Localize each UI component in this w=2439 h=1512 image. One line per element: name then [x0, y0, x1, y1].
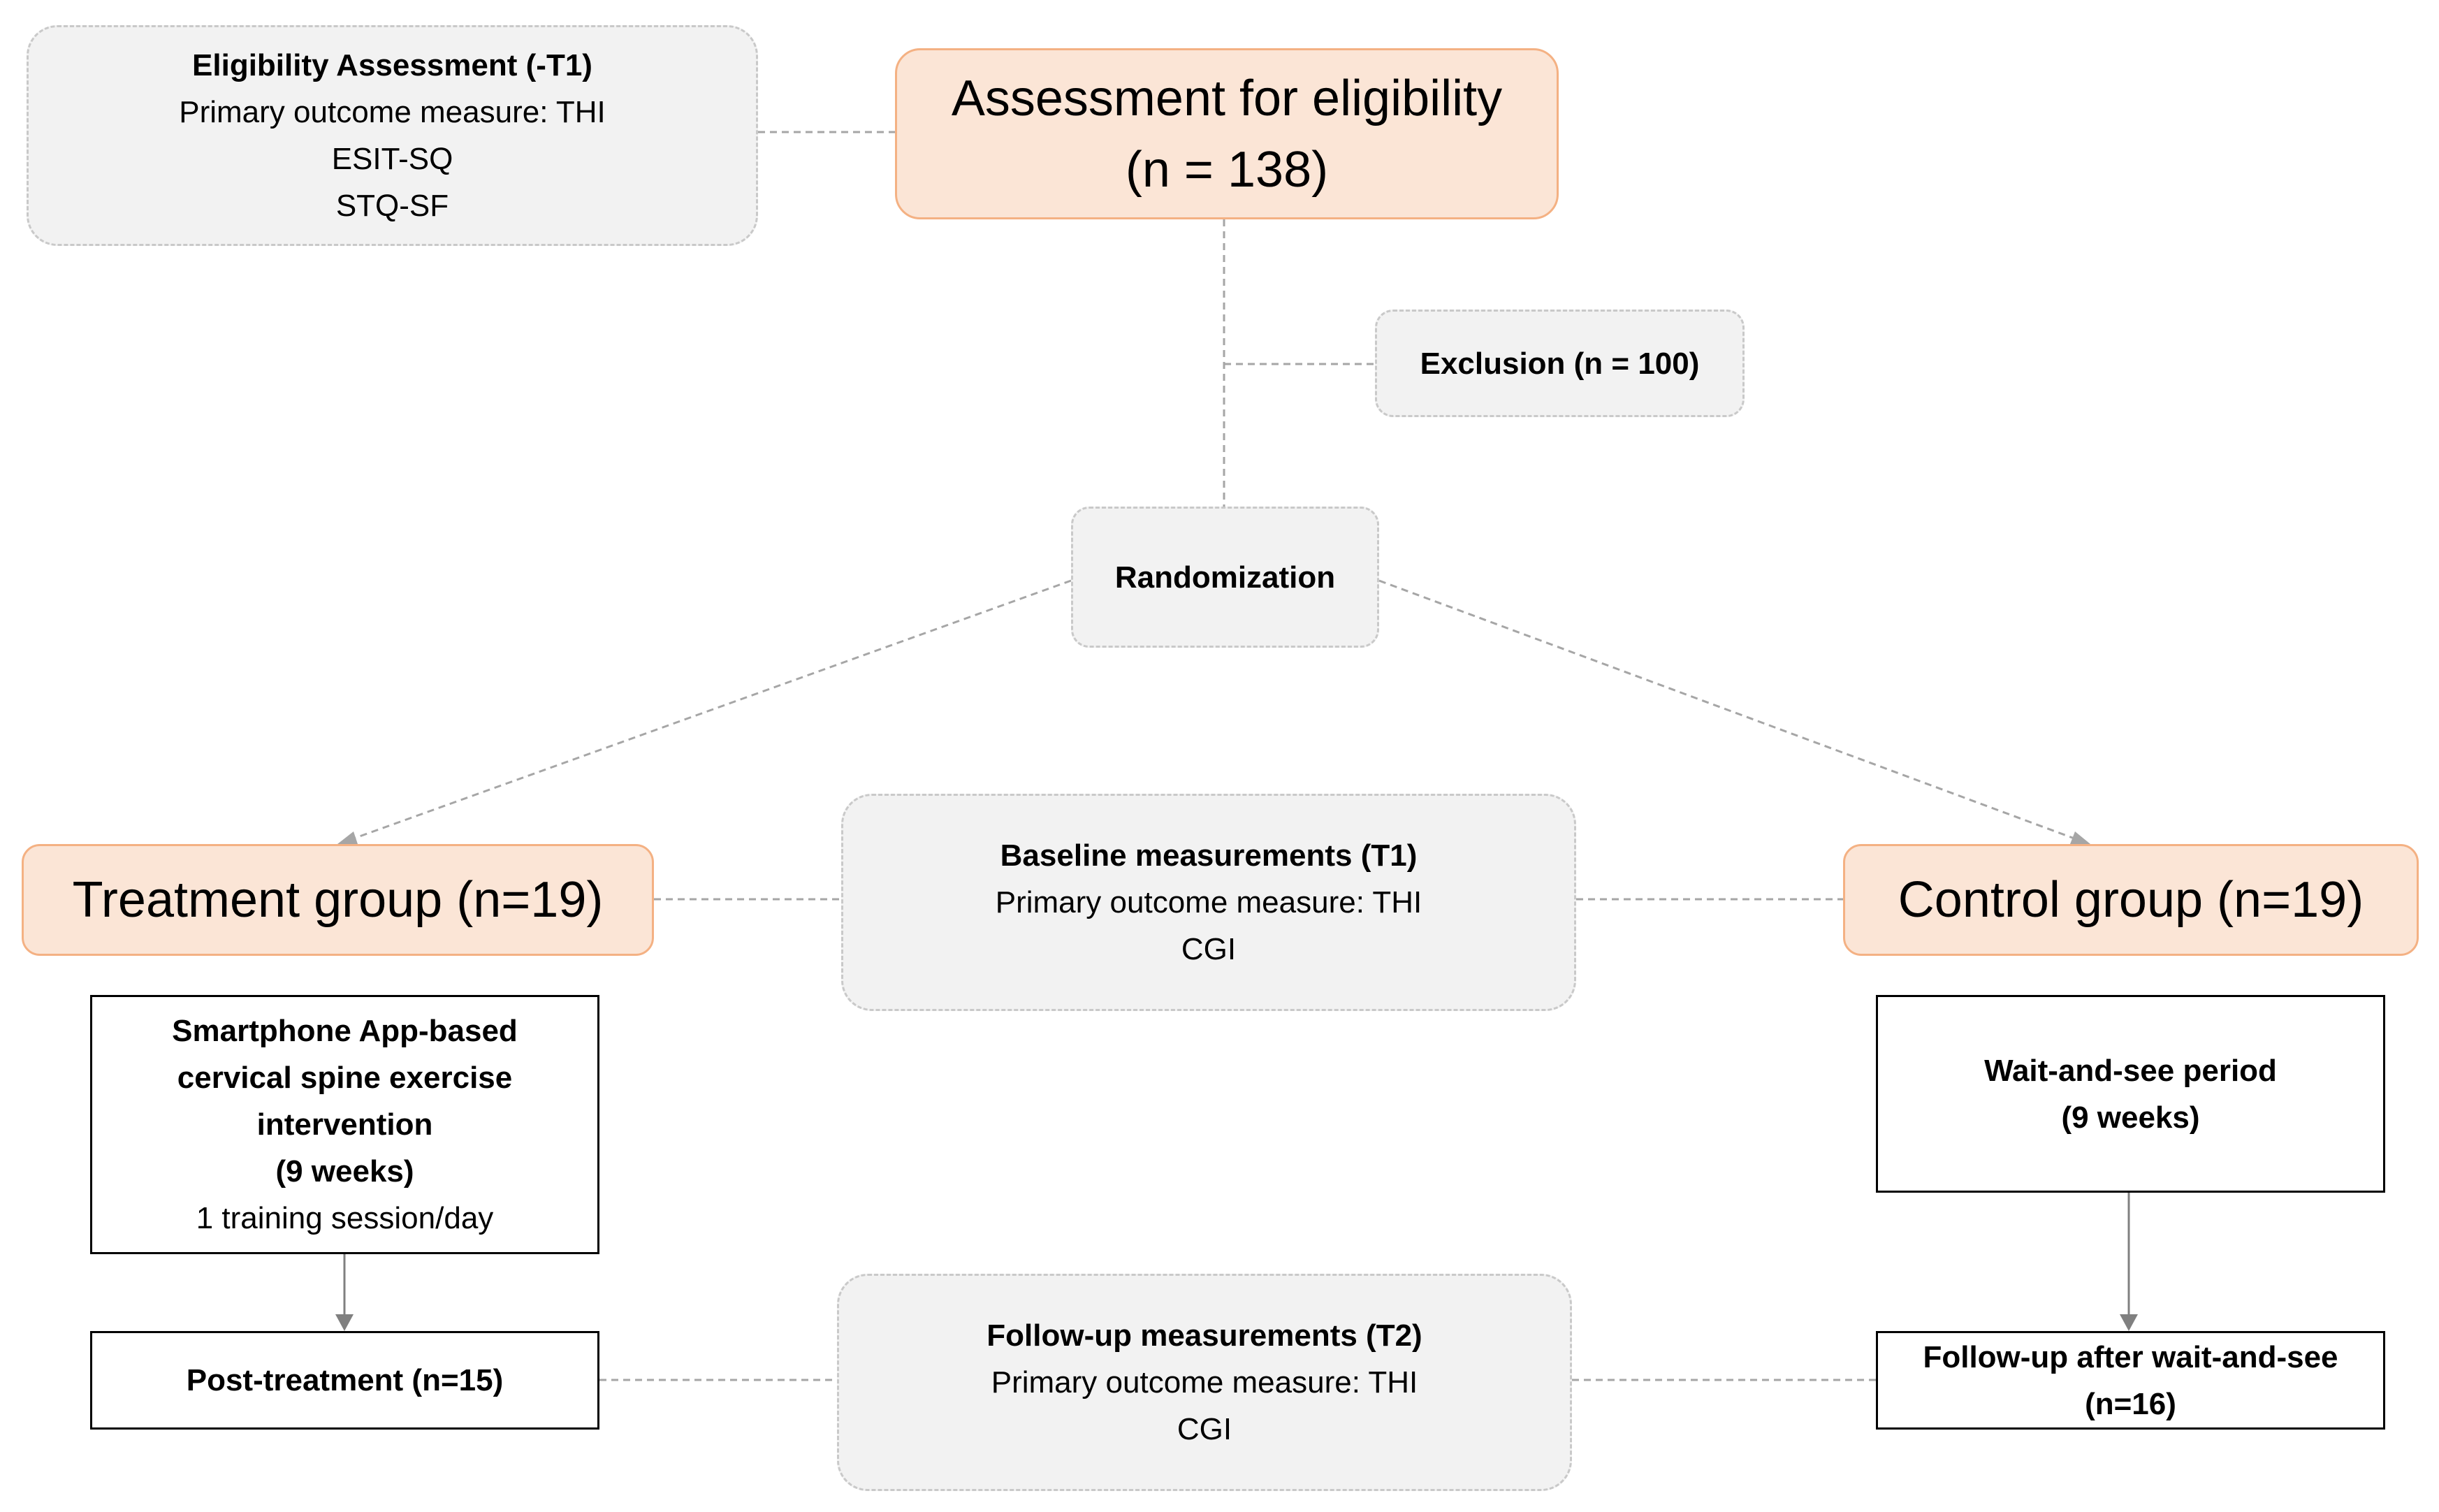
intervention-line-3: intervention — [256, 1107, 433, 1142]
post-treatment-label: Post-treatment (n=15) — [186, 1363, 504, 1397]
follow-up-after-wait-line-1: Follow-up after wait-and-see — [1923, 1339, 2338, 1374]
wait-and-see-title: Wait-and-see period — [1984, 1053, 2277, 1088]
eligibility-primary-measure: Primary outcome measure: THI — [179, 95, 606, 129]
treatment-group-label: Treatment group (n=19) — [72, 872, 604, 928]
randomization-box: Randomization — [1071, 507, 1379, 648]
wait-and-see-duration: (9 weeks) — [2061, 1100, 2200, 1135]
exclusion-label: Exclusion (n = 100) — [1420, 346, 1700, 381]
follow-up-title: Follow-up measurements (T2) — [986, 1318, 1422, 1353]
intervention-box: Smartphone App-based cervical spine exer… — [90, 995, 599, 1254]
exclusion-box: Exclusion (n = 100) — [1375, 310, 1745, 417]
arrowhead-post — [335, 1314, 354, 1331]
arrowhead-treatment — [337, 831, 358, 844]
follow-up-after-wait-line-2: (n=16) — [2085, 1386, 2176, 1421]
randomization-label: Randomization — [1114, 560, 1336, 595]
arrowhead-control — [2070, 831, 2090, 844]
post-treatment-box: Post-treatment (n=15) — [90, 1331, 599, 1430]
baseline-measure-cgi: CGI — [1181, 932, 1237, 966]
assessment-for-eligibility-box: Assessment for eligibility (n = 138) — [895, 48, 1559, 219]
wait-and-see-box: Wait-and-see period (9 weeks) — [1876, 995, 2385, 1193]
intervention-frequency: 1 training session/day — [196, 1201, 494, 1235]
intervention-duration: (9 weeks) — [275, 1154, 414, 1188]
eligibility-measure-stq: STQ-SF — [335, 189, 449, 223]
eligibility-measures-title: Eligibility Assessment (-T1) — [192, 48, 592, 82]
baseline-primary-measure: Primary outcome measure: THI — [995, 885, 1422, 919]
follow-up-after-wait-box: Follow-up after wait-and-see (n=16) — [1876, 1331, 2385, 1430]
treatment-group-box: Treatment group (n=19) — [22, 844, 654, 956]
control-group-box: Control group (n=19) — [1843, 844, 2419, 956]
control-group-label: Control group (n=19) — [1898, 872, 2364, 928]
baseline-measurements-box: Baseline measurements (T1) Primary outco… — [841, 794, 1576, 1011]
follow-up-primary-measure: Primary outcome measure: THI — [991, 1365, 1418, 1400]
follow-up-measure-cgi: CGI — [1177, 1412, 1232, 1446]
follow-up-measurements-box: Follow-up measurements (T2) Primary outc… — [837, 1274, 1572, 1491]
arrow-randomization-to-control — [1378, 579, 2081, 842]
eligibility-measure-esit: ESIT-SQ — [331, 142, 453, 176]
eligibility-measures-box: Eligibility Assessment (-T1) Primary out… — [27, 25, 758, 246]
assessment-title: Assessment for eligibility — [951, 70, 1503, 126]
intervention-line-2: cervical spine exercise — [177, 1061, 513, 1095]
arrow-randomization-to-treatment — [347, 579, 1072, 842]
arrowhead-wait-followup — [2120, 1314, 2138, 1331]
baseline-title: Baseline measurements (T1) — [1000, 838, 1418, 873]
assessment-count: (n = 138) — [1125, 141, 1329, 198]
intervention-line-1: Smartphone App-based — [172, 1014, 518, 1048]
